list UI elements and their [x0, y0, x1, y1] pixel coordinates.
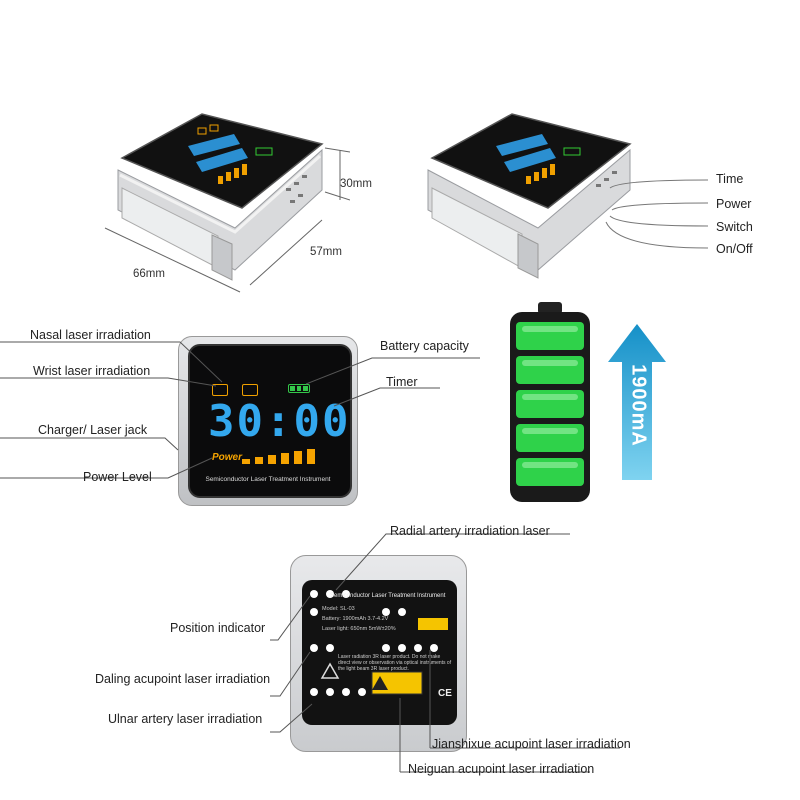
plate-light: Laser light: 650nm 5mW±20% — [322, 626, 396, 632]
control-leader-lines — [605, 179, 709, 249]
capacity-arrow — [606, 322, 668, 482]
battery-indicator-icon — [288, 384, 310, 393]
charger-jack-label: Charger/ Laser jack — [38, 423, 148, 437]
jianshixue-acupoint-label: Jianshixue acupoint laser irradiation — [432, 737, 631, 751]
radial-artery-label: Radial artery irradiation laser — [390, 524, 550, 538]
back-leader-lines — [270, 533, 620, 773]
device-controls-view — [420, 110, 650, 290]
front-device-screen — [188, 344, 352, 498]
ulnar-artery-label: Ulnar artery laser irradiation — [108, 712, 263, 726]
position-indicator-label: Position indicator — [170, 621, 266, 635]
width-label: 57mm — [310, 246, 342, 258]
power-level-label: Power Level — [83, 470, 152, 484]
front-leader-lines — [0, 341, 480, 479]
control-switch-label: Switch — [716, 220, 753, 234]
plate-warning: Laser radiation 3R laser product. Do not… — [338, 654, 452, 672]
capacity-text: 1900mA — [627, 364, 650, 447]
length-label: 66mm — [133, 268, 165, 280]
control-onoff-label: On/Off — [716, 242, 753, 256]
height-label: 30mm — [340, 178, 372, 190]
control-time-label: Time — [716, 172, 744, 186]
battery-graphic — [500, 300, 600, 506]
screen-brand-text: Semiconductor Laser Treatment Instrument — [205, 476, 331, 483]
timer-display: 30:00 — [208, 396, 351, 447]
plate-battery: Battery: 1900mAh 3.7-4.2V — [322, 616, 389, 622]
ce-mark: CE — [438, 688, 452, 699]
nasal-mode-icon — [212, 384, 228, 396]
screen-power-label: Power — [212, 452, 243, 463]
battery-capacity-label: Battery capacity — [380, 339, 469, 353]
daling-acupoint-label: Daling acupoint laser irradiation — [95, 672, 271, 686]
neiguan-acupoint-label: Neiguan acupoint laser irradiation — [408, 762, 595, 776]
laser-dot-array — [302, 580, 457, 725]
control-power-label: Power — [716, 197, 752, 211]
power-level-bars — [242, 446, 322, 466]
plate-title: Semiconductor Laser Treatment Instrument — [330, 593, 446, 599]
timer-label: Timer — [386, 375, 418, 389]
device-dimension-view — [100, 110, 350, 300]
back-device-plate — [302, 580, 457, 725]
wrist-laser-label: Wrist laser irradiation — [33, 364, 151, 378]
plate-model: Model: SL-03 — [322, 606, 355, 612]
wrist-mode-icon — [242, 384, 258, 396]
nasal-laser-label: Nasal laser irradiation — [30, 328, 151, 342]
